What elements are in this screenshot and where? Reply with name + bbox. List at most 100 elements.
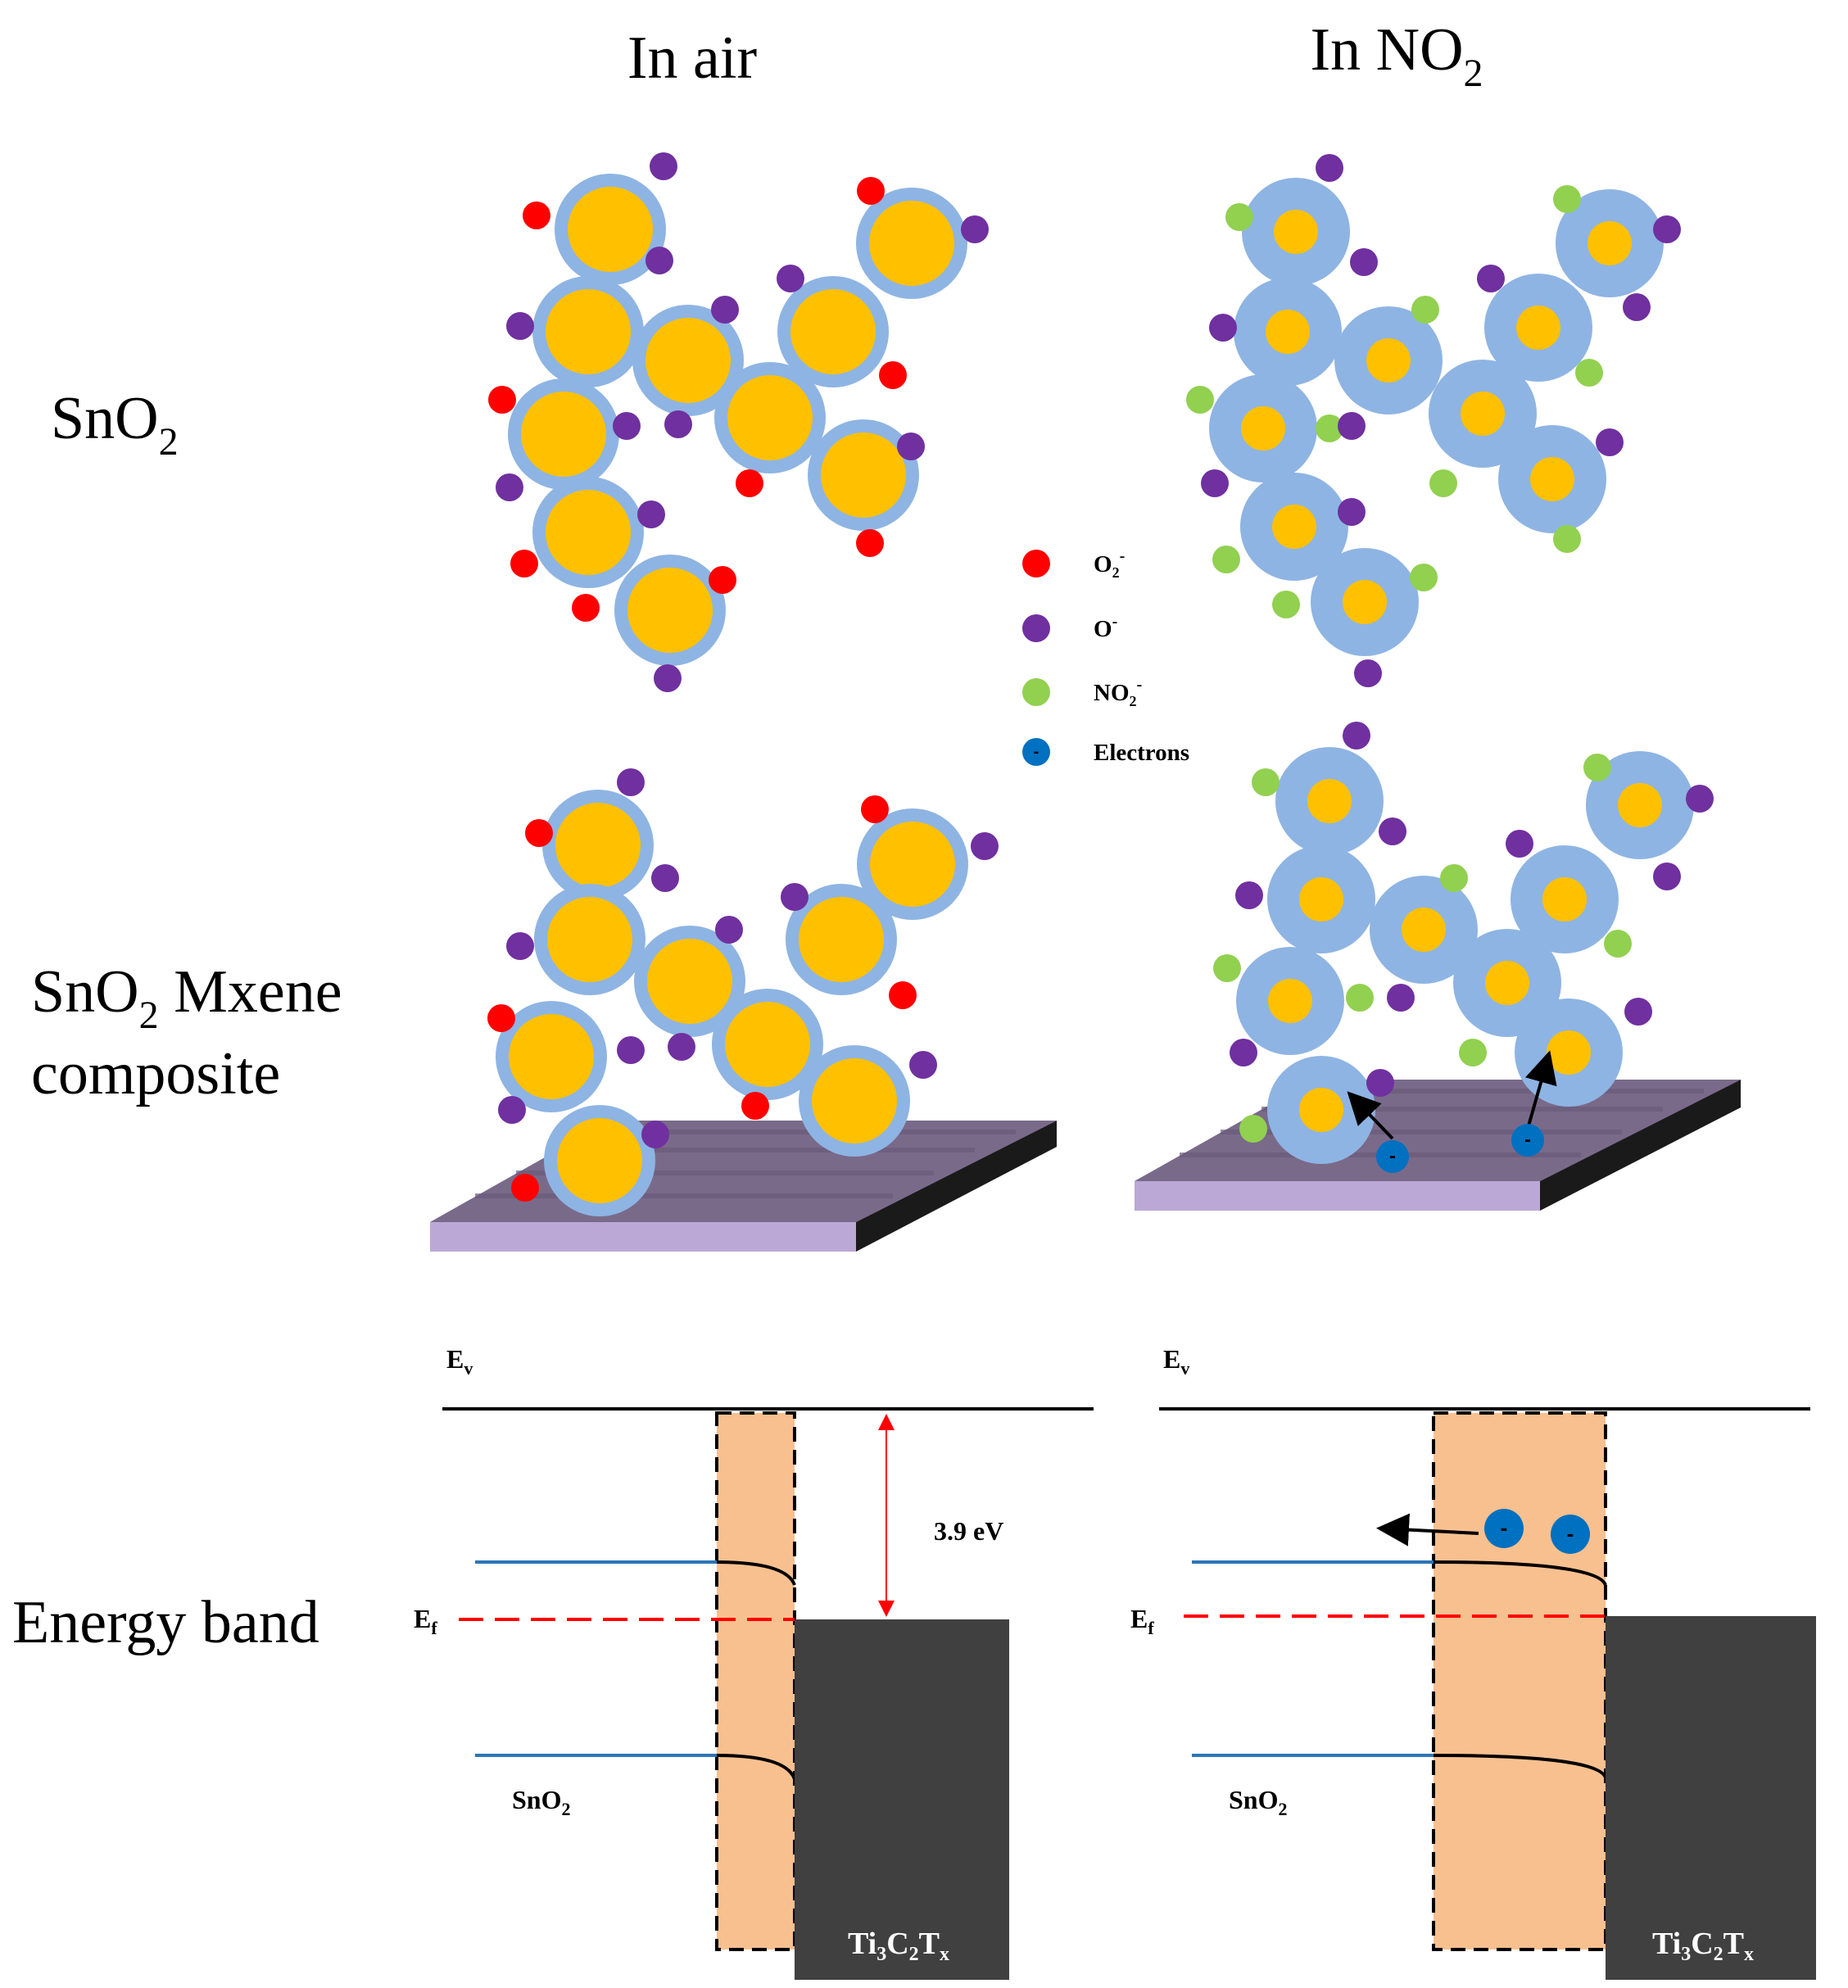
o-minus-adsorbate — [909, 1051, 937, 1079]
particle-core — [645, 318, 731, 403]
o-minus-adsorbate — [971, 832, 999, 860]
conduction-band-bend — [716, 1560, 796, 1586]
particle-core — [1343, 580, 1387, 624]
conduction-band-bend — [1433, 1560, 1607, 1586]
o-minus-adsorbate — [641, 1121, 669, 1148]
no2-minus-adsorbate — [1212, 546, 1240, 573]
sno2-particles-in-air — [488, 152, 989, 692]
o-minus-adsorbate — [617, 768, 645, 796]
particle-core — [1530, 457, 1574, 501]
o-minus-adsorbate — [1201, 469, 1229, 497]
column-header-in-air: In air — [627, 25, 757, 92]
particle-core — [1588, 221, 1632, 265]
electron-minus-sign: - — [1389, 1145, 1396, 1167]
o-minus-adsorbate — [1506, 830, 1533, 858]
electron-dot — [1376, 1140, 1409, 1173]
particle-core — [568, 187, 653, 272]
o-minus-adsorbate — [1653, 215, 1681, 243]
legend-marker — [1022, 678, 1050, 706]
o-minus-adsorbate — [1624, 998, 1652, 1026]
o-minus-adsorbate — [1686, 785, 1714, 813]
o-minus-adsorbate — [496, 473, 523, 501]
o-minus-adsorbate — [651, 864, 679, 892]
particle-core — [1299, 1088, 1343, 1132]
particle-core — [725, 1002, 810, 1087]
ti3c2tx-metal-block — [795, 1619, 1009, 1980]
particle-core — [1266, 310, 1310, 354]
particle-core — [547, 897, 632, 982]
o2-minus-adsorbate — [709, 566, 736, 594]
o-minus-adsorbate — [1379, 817, 1406, 845]
electron-dot — [1484, 1509, 1524, 1548]
particle-core — [1461, 392, 1505, 436]
o-minus-adsorbate — [1623, 293, 1651, 321]
particle-core — [1307, 779, 1352, 823]
o2-minus-adsorbate — [523, 202, 550, 229]
ef-label: Ef — [414, 1604, 437, 1638]
o-minus-adsorbate — [1596, 428, 1624, 456]
o-minus-adsorbate — [1338, 498, 1366, 526]
no2-minus-adsorbate — [1583, 754, 1611, 781]
no2-minus-adsorbate — [1604, 930, 1632, 958]
particle-core — [627, 568, 713, 653]
o2-minus-adsorbate — [857, 177, 885, 205]
no2-minus-adsorbate — [1553, 185, 1581, 213]
o2-minus-adsorbate — [879, 361, 907, 389]
particle-core — [555, 803, 641, 888]
particle-core — [546, 289, 631, 374]
no2-minus-adsorbate — [1553, 525, 1581, 553]
o-minus-adsorbate — [1316, 154, 1343, 182]
no2-minus-adsorbate — [1213, 954, 1241, 982]
o-minus-adsorbate — [1338, 412, 1366, 440]
depletion-barrier — [1432, 1411, 1607, 1951]
legend-item-o2-minus: O2- — [1022, 547, 1125, 581]
legend-label: Electrons — [1094, 740, 1189, 766]
particle-core — [1299, 877, 1343, 922]
row-label-energy-band: Energy band — [12, 1589, 319, 1656]
particle-core — [1402, 908, 1446, 952]
no2-minus-adsorbate — [1186, 386, 1214, 414]
o2-minus-adsorbate — [736, 469, 763, 497]
valence-band-bend — [1433, 1754, 1607, 1779]
row-label-sno2: SnO2 — [51, 385, 179, 464]
o-minus-adsorbate — [1350, 248, 1378, 276]
o-minus-adsorbate — [506, 312, 534, 340]
particle-core — [870, 822, 955, 907]
legend-marker — [1022, 614, 1050, 642]
o2-minus-adsorbate — [889, 981, 917, 1009]
o-minus-adsorbate — [961, 215, 989, 243]
o2-minus-adsorbate — [511, 1174, 539, 1202]
legend-marker-symbol: - — [1034, 743, 1040, 761]
legend: O2- O- NO2- - Electrons — [1022, 547, 1189, 766]
sno2-band-label: SnO2 — [512, 1785, 570, 1819]
o-minus-adsorbate — [1387, 984, 1415, 1012]
o-minus-adsorbate — [645, 247, 673, 274]
no2-minus-adsorbate — [1429, 469, 1457, 497]
particle-core — [727, 375, 813, 460]
particle-core — [1241, 406, 1285, 451]
legend-label: O- — [1094, 613, 1117, 642]
particle-core — [1516, 306, 1560, 350]
valence-band-bend — [716, 1754, 796, 1780]
particle-core — [812, 1058, 897, 1143]
legend-marker — [1022, 738, 1050, 766]
o-minus-adsorbate — [711, 296, 739, 324]
electron-minus-sign: - — [1501, 1515, 1508, 1540]
o-minus-adsorbate — [613, 412, 641, 440]
ev-label: Ev — [446, 1344, 473, 1379]
no2-minus-adsorbate — [1316, 414, 1343, 442]
no2-minus-adsorbate — [1411, 296, 1439, 324]
particle-core — [1547, 1030, 1591, 1075]
o-minus-adsorbate — [1230, 1039, 1257, 1066]
column-header-in-no2: In NO2 — [1310, 16, 1483, 95]
legend-item-electrons: - Electrons — [1022, 738, 1189, 766]
no2-minus-adsorbate — [1410, 564, 1438, 591]
electron-dot — [1551, 1515, 1590, 1554]
no2-minus-adsorbate — [1252, 768, 1280, 796]
o-minus-adsorbate — [654, 664, 682, 692]
o-minus-adsorbate — [1209, 314, 1237, 342]
o-minus-adsorbate — [1477, 265, 1505, 292]
legend-item-no2-minus: NO2- — [1022, 676, 1142, 709]
electron-escape-arrow — [1376, 1513, 1479, 1546]
o2-minus-adsorbate — [572, 594, 600, 622]
